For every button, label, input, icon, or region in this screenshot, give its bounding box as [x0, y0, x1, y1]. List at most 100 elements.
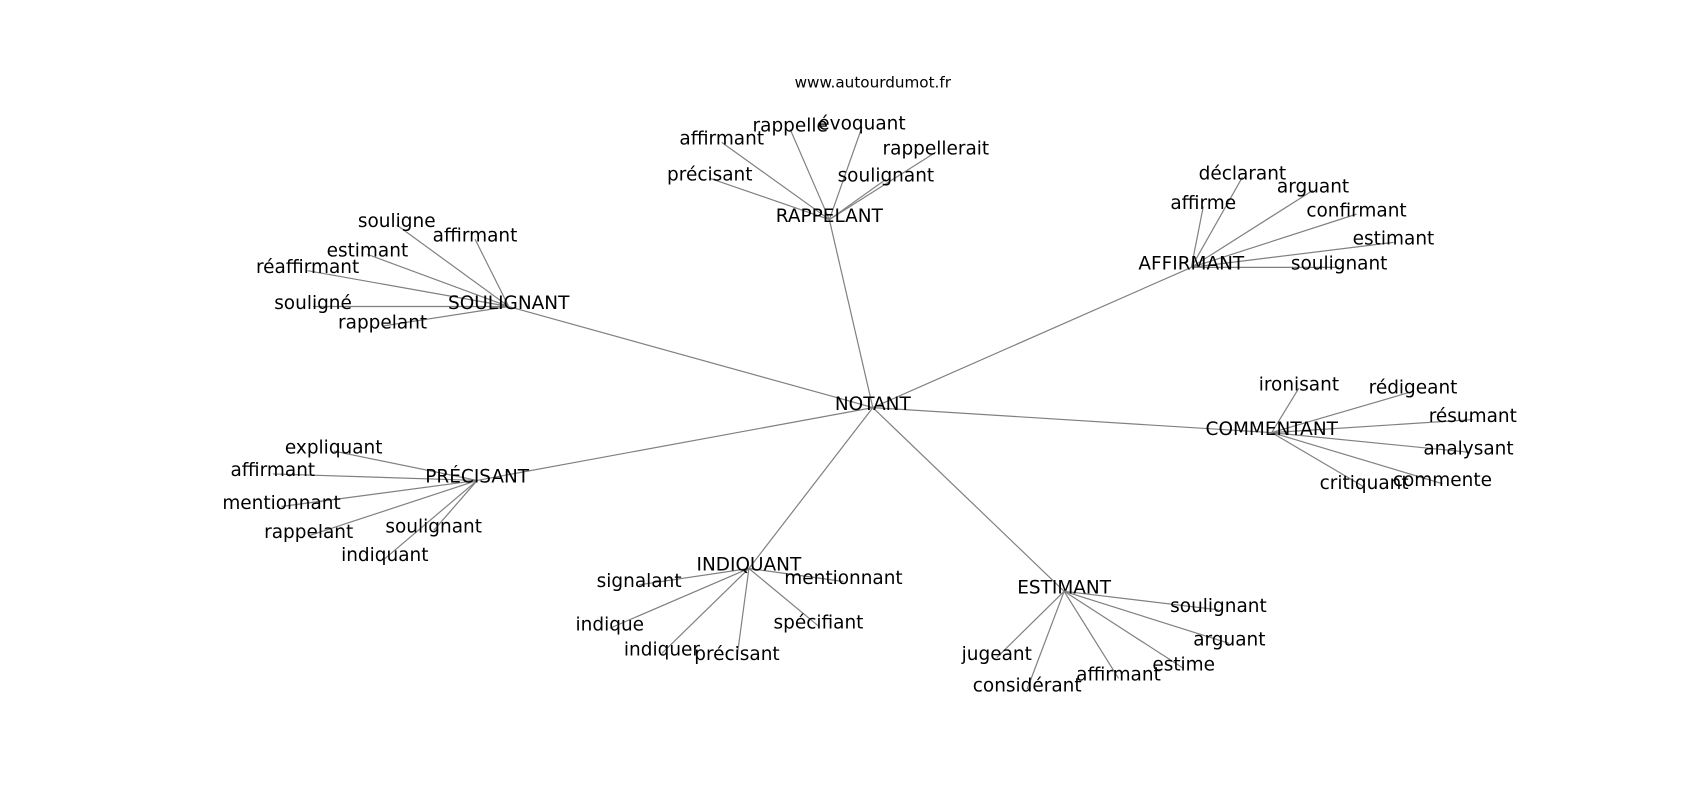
leaf-node-label[interactable]: affirmant	[679, 129, 764, 150]
group-node-label[interactable]: RAPPELANT	[776, 206, 884, 227]
edge-leaf	[996, 590, 1065, 659]
edge-leaf	[1271, 390, 1414, 434]
group-node-label[interactable]: PRÉCISANT	[425, 466, 529, 488]
leaf-node-label[interactable]: affirmant	[230, 460, 315, 481]
edge-leaf	[396, 224, 510, 308]
edge-leaf	[433, 480, 478, 531]
group-node-label[interactable]: AFFIRMANT	[1138, 254, 1245, 275]
group-node-label[interactable]: INDIQUANT	[697, 555, 802, 576]
leaf-node-label[interactable]: précisant	[694, 644, 779, 665]
leaf-node-label[interactable]: souligné	[274, 293, 352, 314]
edge-leaf	[333, 450, 478, 482]
leaf-node-label[interactable]: considérant	[973, 675, 1082, 696]
leaf-node-label[interactable]: réaffirmant	[256, 257, 359, 278]
edge-leaf	[829, 178, 887, 221]
leaf-node-label[interactable]: expliquant	[285, 437, 383, 458]
edge-center-to-5	[748, 407, 874, 569]
edge-leaf	[1026, 591, 1065, 690]
leaf-node-label[interactable]: résumant	[1429, 406, 1517, 427]
leaf-node-label[interactable]: signalant	[597, 571, 682, 592]
leaf-node-label[interactable]: soulignant	[385, 517, 482, 538]
leaf-node-label[interactable]: indiquer	[624, 640, 700, 661]
edge-leaf	[639, 567, 750, 586]
edge-center-to-4	[477, 407, 873, 482]
edge-leaf	[384, 479, 478, 560]
edge-leaf	[709, 177, 830, 221]
leaf-node-label[interactable]: indique	[576, 615, 644, 636]
leaf-node-label[interactable]: rappellerait	[883, 138, 990, 159]
edge-leaf	[748, 567, 844, 583]
group-node-label[interactable]: SOULIGNANT	[448, 293, 570, 314]
leaf-node-label[interactable]: arguant	[1193, 630, 1265, 651]
edge-leaf	[661, 568, 750, 654]
leaf-node-label[interactable]: évoquant	[818, 113, 905, 134]
edge-leaf	[1271, 432, 1365, 488]
edge-leaf	[382, 305, 509, 327]
leaf-node-label[interactable]: soulignant	[838, 166, 935, 187]
edges	[272, 126, 1473, 690]
leaf-node-label[interactable]: analysant	[1423, 438, 1513, 459]
edge-leaf	[308, 479, 478, 537]
edge-leaf	[281, 479, 478, 508]
leaf-node-label[interactable]: mentionnant	[222, 493, 340, 514]
leaf-node-label[interactable]: indiquant	[341, 545, 428, 566]
edge-leaf	[609, 567, 750, 629]
edge-leaf	[367, 253, 509, 308]
group-node-label[interactable]: ESTIMANT	[1017, 578, 1112, 599]
leaf-node-label[interactable]: rappelant	[338, 312, 427, 333]
edge-leaf	[1064, 590, 1219, 611]
leaf-node-label[interactable]: commente	[1393, 470, 1492, 491]
edge-leaf	[1190, 176, 1243, 268]
site-title: www.autourdumot.fr	[795, 74, 952, 92]
edge-leaf	[748, 568, 819, 627]
group-node-label[interactable]: COMMENTANT	[1206, 419, 1339, 440]
leaf-node-label[interactable]: confirmant	[1306, 200, 1406, 221]
edge-leaf	[474, 238, 510, 307]
edge-leaf	[1271, 432, 1469, 453]
edge-leaf	[828, 126, 863, 220]
edge-leaf	[721, 141, 830, 221]
leaf-node-label[interactable]: soulignant	[1291, 254, 1388, 275]
edge-leaf	[829, 151, 937, 221]
edge-leaf	[789, 129, 830, 220]
center-node-label[interactable]: NOTANT	[835, 394, 912, 415]
edge-leaf	[1063, 590, 1119, 679]
edge-center-to-1	[508, 305, 873, 409]
edge-leaf	[736, 568, 750, 658]
leaf-node-label[interactable]: spécifiant	[774, 612, 864, 633]
edge-center-to-2	[872, 266, 1192, 409]
leaf-node-label[interactable]: arguant	[1277, 176, 1349, 197]
edge-leaf	[1191, 241, 1394, 268]
edge-center-to-3	[872, 407, 1272, 434]
leaf-node-label[interactable]: affirmant	[433, 225, 518, 246]
leaf-node-label[interactable]: affirmant	[1076, 665, 1161, 686]
leaf-node-label[interactable]: critiquant	[1320, 473, 1409, 494]
edge-center-to-0	[828, 219, 874, 408]
leaf-node-label[interactable]: mentionnant	[784, 568, 902, 589]
leaf-node-label[interactable]: soulignant	[1170, 596, 1267, 617]
edge-leaf	[272, 473, 478, 482]
edge-leaf	[307, 270, 509, 308]
edge-leaf	[1191, 213, 1357, 268]
nodes: NOTANTRAPPELANTaffirmantrappelleévoquant…	[222, 113, 1517, 696]
edge-leaf	[1190, 189, 1314, 268]
edge-leaf	[1190, 206, 1204, 268]
leaf-node-label[interactable]: jugeant	[961, 644, 1032, 665]
edge-leaf	[1271, 387, 1300, 433]
leaf-node-label[interactable]: estime	[1152, 655, 1215, 676]
edge-leaf	[1063, 590, 1185, 669]
leaf-node-label[interactable]: estimant	[327, 241, 409, 262]
leaf-node-label[interactable]: précisant	[667, 165, 752, 186]
leaf-node-label[interactable]: souligne	[358, 211, 436, 232]
leaf-node-label[interactable]: ironisant	[1259, 374, 1339, 395]
edge-center-to-6	[872, 407, 1065, 592]
leaf-node-label[interactable]: rédigeant	[1369, 378, 1458, 399]
leaf-node-label[interactable]: rappelle	[753, 116, 828, 137]
edge-leaf	[1271, 418, 1473, 434]
leaf-node-label[interactable]: affirme	[1170, 193, 1236, 214]
leaf-node-label[interactable]: déclarant	[1199, 163, 1287, 184]
leaf-node-label[interactable]: estimant	[1353, 229, 1435, 250]
leaf-node-label[interactable]: rappelant	[264, 522, 353, 543]
edge-leaf	[1063, 590, 1230, 645]
